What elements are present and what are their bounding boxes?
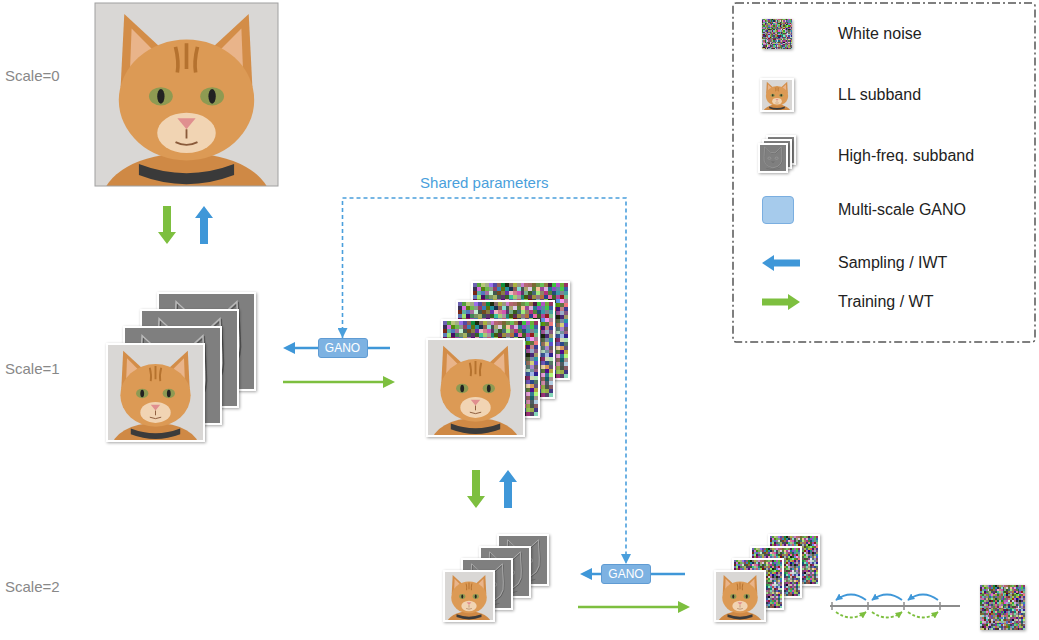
- flow-arrow-line: [578, 606, 681, 609]
- legend-highfreq-icon-image: [760, 145, 786, 171]
- block-arrow: [499, 470, 517, 508]
- ll-subband: [106, 343, 205, 472]
- block-arrow: [467, 470, 485, 508]
- arrowhead: [678, 601, 690, 613]
- block-arrow: [762, 255, 800, 271]
- sampling-arrow: [836, 595, 866, 601]
- scale-tick: [831, 602, 833, 610]
- panel-frame: [758, 143, 788, 173]
- shared-parameter-link: [343, 198, 627, 564]
- legend-ll-icon: [760, 78, 794, 120]
- legend-swatch: [762, 196, 794, 224]
- sampling-arrow: [908, 595, 938, 601]
- noise-image: [980, 585, 1025, 630]
- scale-tick: [867, 602, 869, 610]
- ll-subband-image: [716, 572, 764, 636]
- legend-label: Sampling / IWT: [838, 254, 947, 272]
- module-label: GANO: [325, 341, 360, 355]
- sampling-arrow: [872, 595, 902, 601]
- legend-frame: [733, 3, 1035, 342]
- legend-label: White noise: [838, 25, 922, 43]
- flow-arrow-line: [283, 381, 386, 384]
- ll-subband-image: [445, 572, 493, 636]
- legend-label: Training / WT: [838, 293, 933, 311]
- scale-tick: [903, 602, 905, 610]
- noise-image: [762, 19, 792, 49]
- ll-subband: [426, 338, 525, 467]
- scale-label: Scale=0: [5, 67, 60, 84]
- block-arrow: [195, 206, 213, 244]
- ll-subband: [443, 570, 495, 636]
- white-noise: [980, 585, 1025, 630]
- block-arrow: [158, 206, 176, 244]
- legend-label: Multi-scale GANO: [838, 201, 966, 219]
- ll-subband-image: [428, 340, 523, 467]
- scale-label: Scale=1: [5, 360, 60, 377]
- scale-tick: [939, 602, 941, 610]
- training-arrow: [872, 612, 902, 618]
- ll-subband-image: [108, 345, 203, 472]
- process-box: GANO: [601, 564, 651, 584]
- input-image: [95, 3, 278, 248]
- arrowhead: [383, 376, 395, 388]
- block-arrow: [762, 294, 800, 310]
- image-border: [95, 3, 278, 186]
- process-box: GANO: [318, 338, 368, 358]
- legend-label: LL subband: [838, 86, 921, 104]
- arrowhead: [283, 342, 295, 354]
- training-arrow: [908, 612, 938, 618]
- arrowhead: [580, 568, 592, 580]
- legend-highfreq-icon: [758, 143, 788, 173]
- legend-label: High-freq. subband: [838, 147, 974, 165]
- legend-noise-icon: [762, 19, 792, 49]
- legend-ll-icon-image: [762, 80, 792, 120]
- scale-label: Scale=2: [5, 578, 60, 595]
- cat-image: [95, 3, 278, 248]
- module-label: GANO: [608, 567, 643, 581]
- training-arrow: [836, 612, 866, 618]
- edge-label: Shared parameters: [417, 174, 551, 191]
- ll-subband: [714, 570, 766, 636]
